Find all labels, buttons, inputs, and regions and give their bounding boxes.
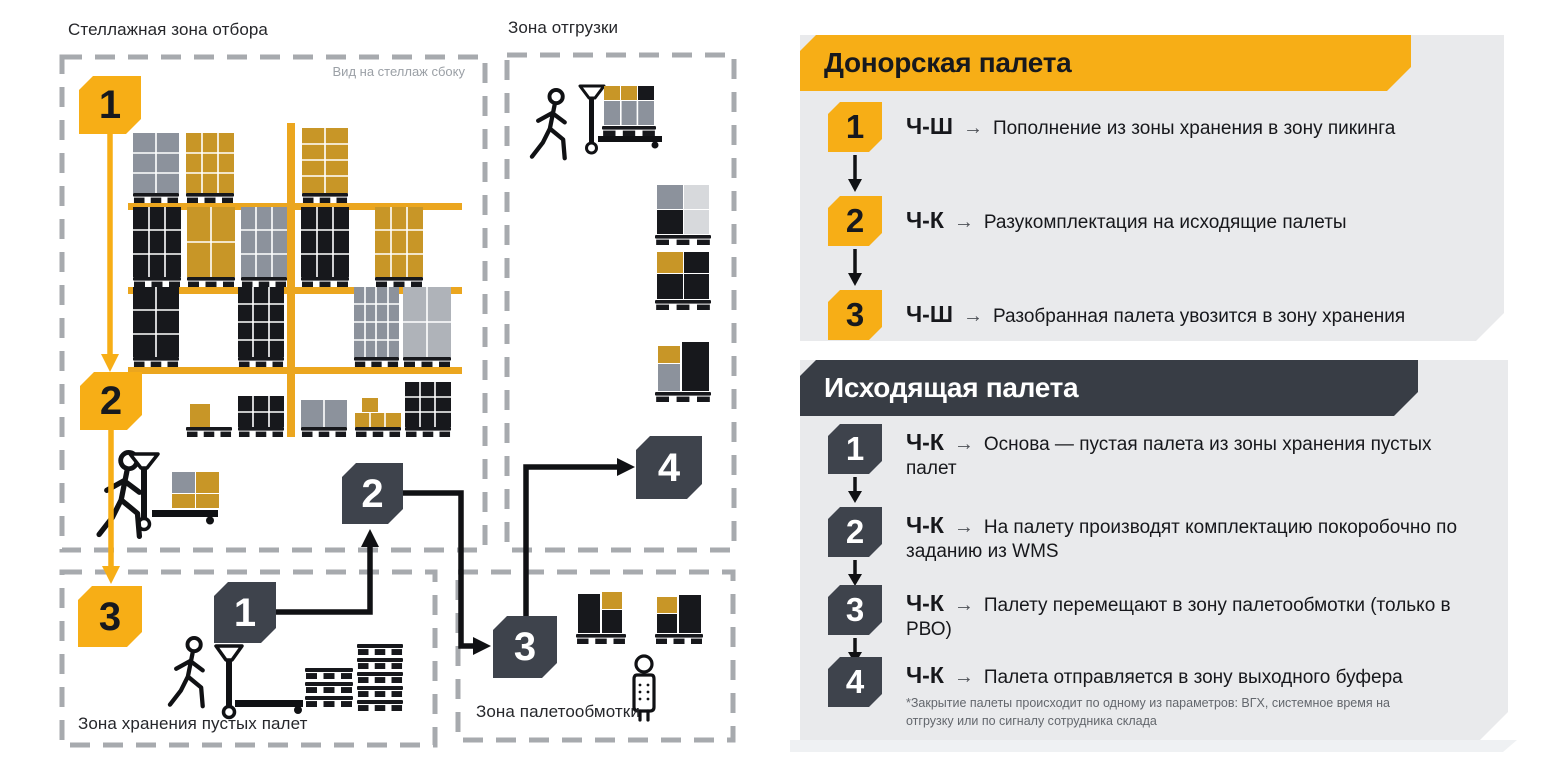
picking-zone-label: Стеллажная зона отбора <box>68 20 268 39</box>
outgoing-flow-badge-1: 1 <box>214 582 276 643</box>
down-arrow-icon <box>847 560 863 587</box>
empty-pallet-zone-label: Зона хранения пустых палет <box>78 714 308 733</box>
arrow-right-icon: → <box>962 304 983 327</box>
donor-step-2-badge: 2 <box>828 196 882 246</box>
donor-step-3-badge: 3 <box>828 290 882 340</box>
down-arrow-icon <box>847 155 863 193</box>
donor-flow-badge-2: 2 <box>80 372 142 430</box>
arrow-right-icon: → <box>953 433 974 455</box>
outgoing-step-2-code: Ч-К <box>906 512 944 538</box>
outgoing-step-1: 1 Ч-К →Основа — пустая палета из зоны хра… <box>828 424 1481 481</box>
donor-step-2-text: Разукомплектация на исходящие палеты <box>983 211 1347 233</box>
outgoing-step-4-text: Палета отправляется в зону выходного буф… <box>983 667 1403 688</box>
outgoing-step-2: 2 Ч-К →На палету производят комплектацию … <box>828 507 1481 564</box>
shipping-pallet-stacks <box>655 185 711 402</box>
donor-step-3: 3 Ч-Ш → Разобранная палета увозится в зону… <box>828 290 1496 340</box>
pallet-jack-empty-icon <box>214 644 303 720</box>
arrow-right-icon: → <box>953 594 974 616</box>
donor-flow-lines <box>101 134 120 584</box>
outgoing-step-1-badge: 1 <box>828 424 882 474</box>
outgoing-flow-badge-4: 4 <box>636 436 702 499</box>
donor-step-1-badge: 1 <box>828 102 882 152</box>
donor-step-2: 2 Ч-К → Разукомплектация на исходящие пале… <box>828 196 1496 246</box>
pallet-jack-shipping-icon <box>578 84 662 155</box>
wrapping-zone-label: Зона палетообмотки <box>476 702 640 721</box>
down-arrow-icon <box>847 477 863 504</box>
outgoing-step-3-badge: 3 <box>828 585 882 635</box>
shipping-zone-label: Зона отгрузки <box>508 18 619 37</box>
picker-walking-icon <box>99 452 139 536</box>
donor-flow-badge-3: 3 <box>78 586 142 647</box>
outgoing-step-4-badge: 4 <box>828 657 882 707</box>
outgoing-step-3: 3 Ч-К →Палету перемещают в зону палетообм… <box>828 585 1481 642</box>
outgoing-step-3-text: Палету перемещают в зону палетообмотки (… <box>906 595 1451 640</box>
outgoing-flow-badge-3: 3 <box>493 616 557 678</box>
outgoing-step-1-text: Основа — пустая палета из зоны хранения … <box>906 434 1432 479</box>
pallet-jack-loaded-icon <box>128 452 219 532</box>
outgoing-step-4-footnote: *Закрытие палеты происходит по одному из… <box>906 696 1390 728</box>
arrow-right-icon: → <box>962 116 983 139</box>
down-arrow-icon <box>847 249 863 287</box>
empty-pallet-zone-border <box>59 569 438 748</box>
bottom-accent-strip <box>790 740 1517 752</box>
rack-frame <box>128 123 462 437</box>
wrapping-operator-icon <box>632 654 656 722</box>
outgoing-step-2-badge: 2 <box>828 507 882 557</box>
donor-panel-title: Донорская палета <box>800 35 1411 91</box>
arrow-right-icon: → <box>953 210 974 233</box>
outgoing-step-4: 4 Ч-К → Палета отправляется в зону выходно… <box>828 657 1481 730</box>
outgoing-step-3-code: Ч-К <box>906 590 944 616</box>
outgoing-step-4-code: Ч-К <box>906 662 944 688</box>
shipper-walking-icon <box>532 90 565 158</box>
rack-side-view-note: Вид на стеллаж сбоку <box>332 64 465 79</box>
donor-step-1-text: Пополнение из зоны хранения в зону пикин… <box>992 117 1396 139</box>
storage-walking-icon <box>170 638 203 706</box>
outgoing-panel: Исходящая палета 1 Ч-К→Основа — пустая п… <box>800 360 1508 740</box>
warehouse-diagram <box>59 52 737 748</box>
donor-step-3-text: Разобранная палета увозится в зону хране… <box>992 305 1406 327</box>
donor-flow-badge-1: 1 <box>79 76 141 134</box>
donor-panel: Донорская палета 1 Ч-Ш → Пополнение из зон… <box>800 35 1504 341</box>
outgoing-step-1-code: Ч-К <box>906 429 944 455</box>
rack-pallet-stacks <box>133 128 451 437</box>
shipping-zone-border <box>504 52 737 553</box>
wrapping-zone-border <box>455 569 736 743</box>
empty-pallet-stacks <box>305 644 403 711</box>
wrapping-pallet-stacks <box>576 592 703 644</box>
outgoing-flow-lines <box>276 458 635 655</box>
donor-step-2-code: Ч-К <box>906 206 944 233</box>
outgoing-flow-badge-2: 2 <box>342 463 403 524</box>
donor-step-1: 1 Ч-Ш → Пополнение из зоны хранения в зону… <box>828 102 1496 152</box>
picking-zone-border <box>59 54 488 553</box>
outgoing-step-2-text: На палету производят комплектацию покоро… <box>906 517 1458 562</box>
donor-step-3-code: Ч-Ш <box>906 300 953 327</box>
outgoing-panel-title: Исходящая палета <box>800 360 1418 416</box>
donor-step-1-code: Ч-Ш <box>906 112 953 139</box>
arrow-right-icon: → <box>953 516 974 538</box>
zone-borders <box>59 52 737 748</box>
arrow-right-icon: → <box>953 666 974 688</box>
